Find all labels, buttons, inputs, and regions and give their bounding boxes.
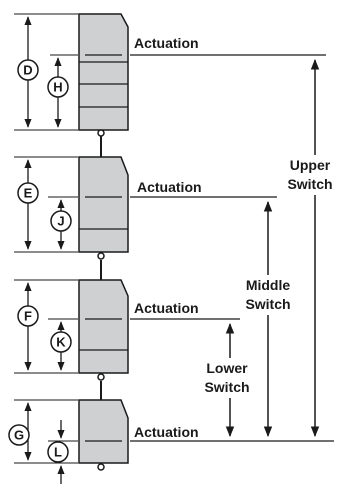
letter-h: H bbox=[47, 76, 69, 98]
svg-text:J: J bbox=[57, 214, 64, 229]
letter-e: E bbox=[17, 182, 39, 204]
pivot-dot bbox=[97, 463, 105, 471]
middle-switch-label-1: Middle bbox=[246, 277, 291, 293]
letter-k: K bbox=[50, 331, 72, 353]
extension-lines bbox=[14, 13, 78, 464]
middle-switch-label-2: Switch bbox=[245, 296, 290, 312]
float-middle bbox=[78, 156, 129, 260]
actuation-label-upper: Actuation bbox=[134, 35, 199, 51]
float-lower bbox=[78, 279, 129, 381]
svg-text:G: G bbox=[14, 428, 24, 443]
letter-l: L bbox=[47, 441, 69, 463]
float-bottom bbox=[78, 399, 129, 471]
svg-text:E: E bbox=[24, 186, 33, 201]
letter-f: F bbox=[17, 305, 39, 327]
svg-text:D: D bbox=[23, 63, 32, 78]
actuation-label-bottom: Actuation bbox=[134, 424, 199, 440]
svg-text:L: L bbox=[54, 445, 62, 460]
svg-text:F: F bbox=[24, 309, 32, 324]
actuation-label-lower: Actuation bbox=[134, 300, 199, 316]
svg-text:H: H bbox=[53, 80, 62, 95]
letter-j: J bbox=[50, 210, 72, 232]
svg-text:K: K bbox=[56, 335, 66, 350]
actuation-labels: Actuation Actuation Actuation Actuation bbox=[134, 35, 202, 440]
lower-switch-label-2: Switch bbox=[204, 379, 249, 395]
float-upper bbox=[78, 13, 129, 137]
upper-switch-label-1: Upper bbox=[290, 157, 331, 173]
actuation-label-middle: Actuation bbox=[137, 179, 202, 195]
upper-switch-label-2: Switch bbox=[287, 176, 332, 192]
dimension-letters: D H E J F K G L bbox=[8, 59, 72, 463]
pivot-dot bbox=[97, 129, 105, 137]
letter-g: G bbox=[8, 424, 30, 446]
actuation-lines bbox=[130, 54, 334, 442]
lower-switch-label-1: Lower bbox=[206, 360, 248, 376]
pivot-dot bbox=[97, 252, 105, 260]
pivot-dot bbox=[97, 373, 105, 381]
switch-labels: Upper Switch Middle Switch Lower Switch bbox=[202, 155, 337, 398]
letter-d: D bbox=[17, 59, 39, 81]
